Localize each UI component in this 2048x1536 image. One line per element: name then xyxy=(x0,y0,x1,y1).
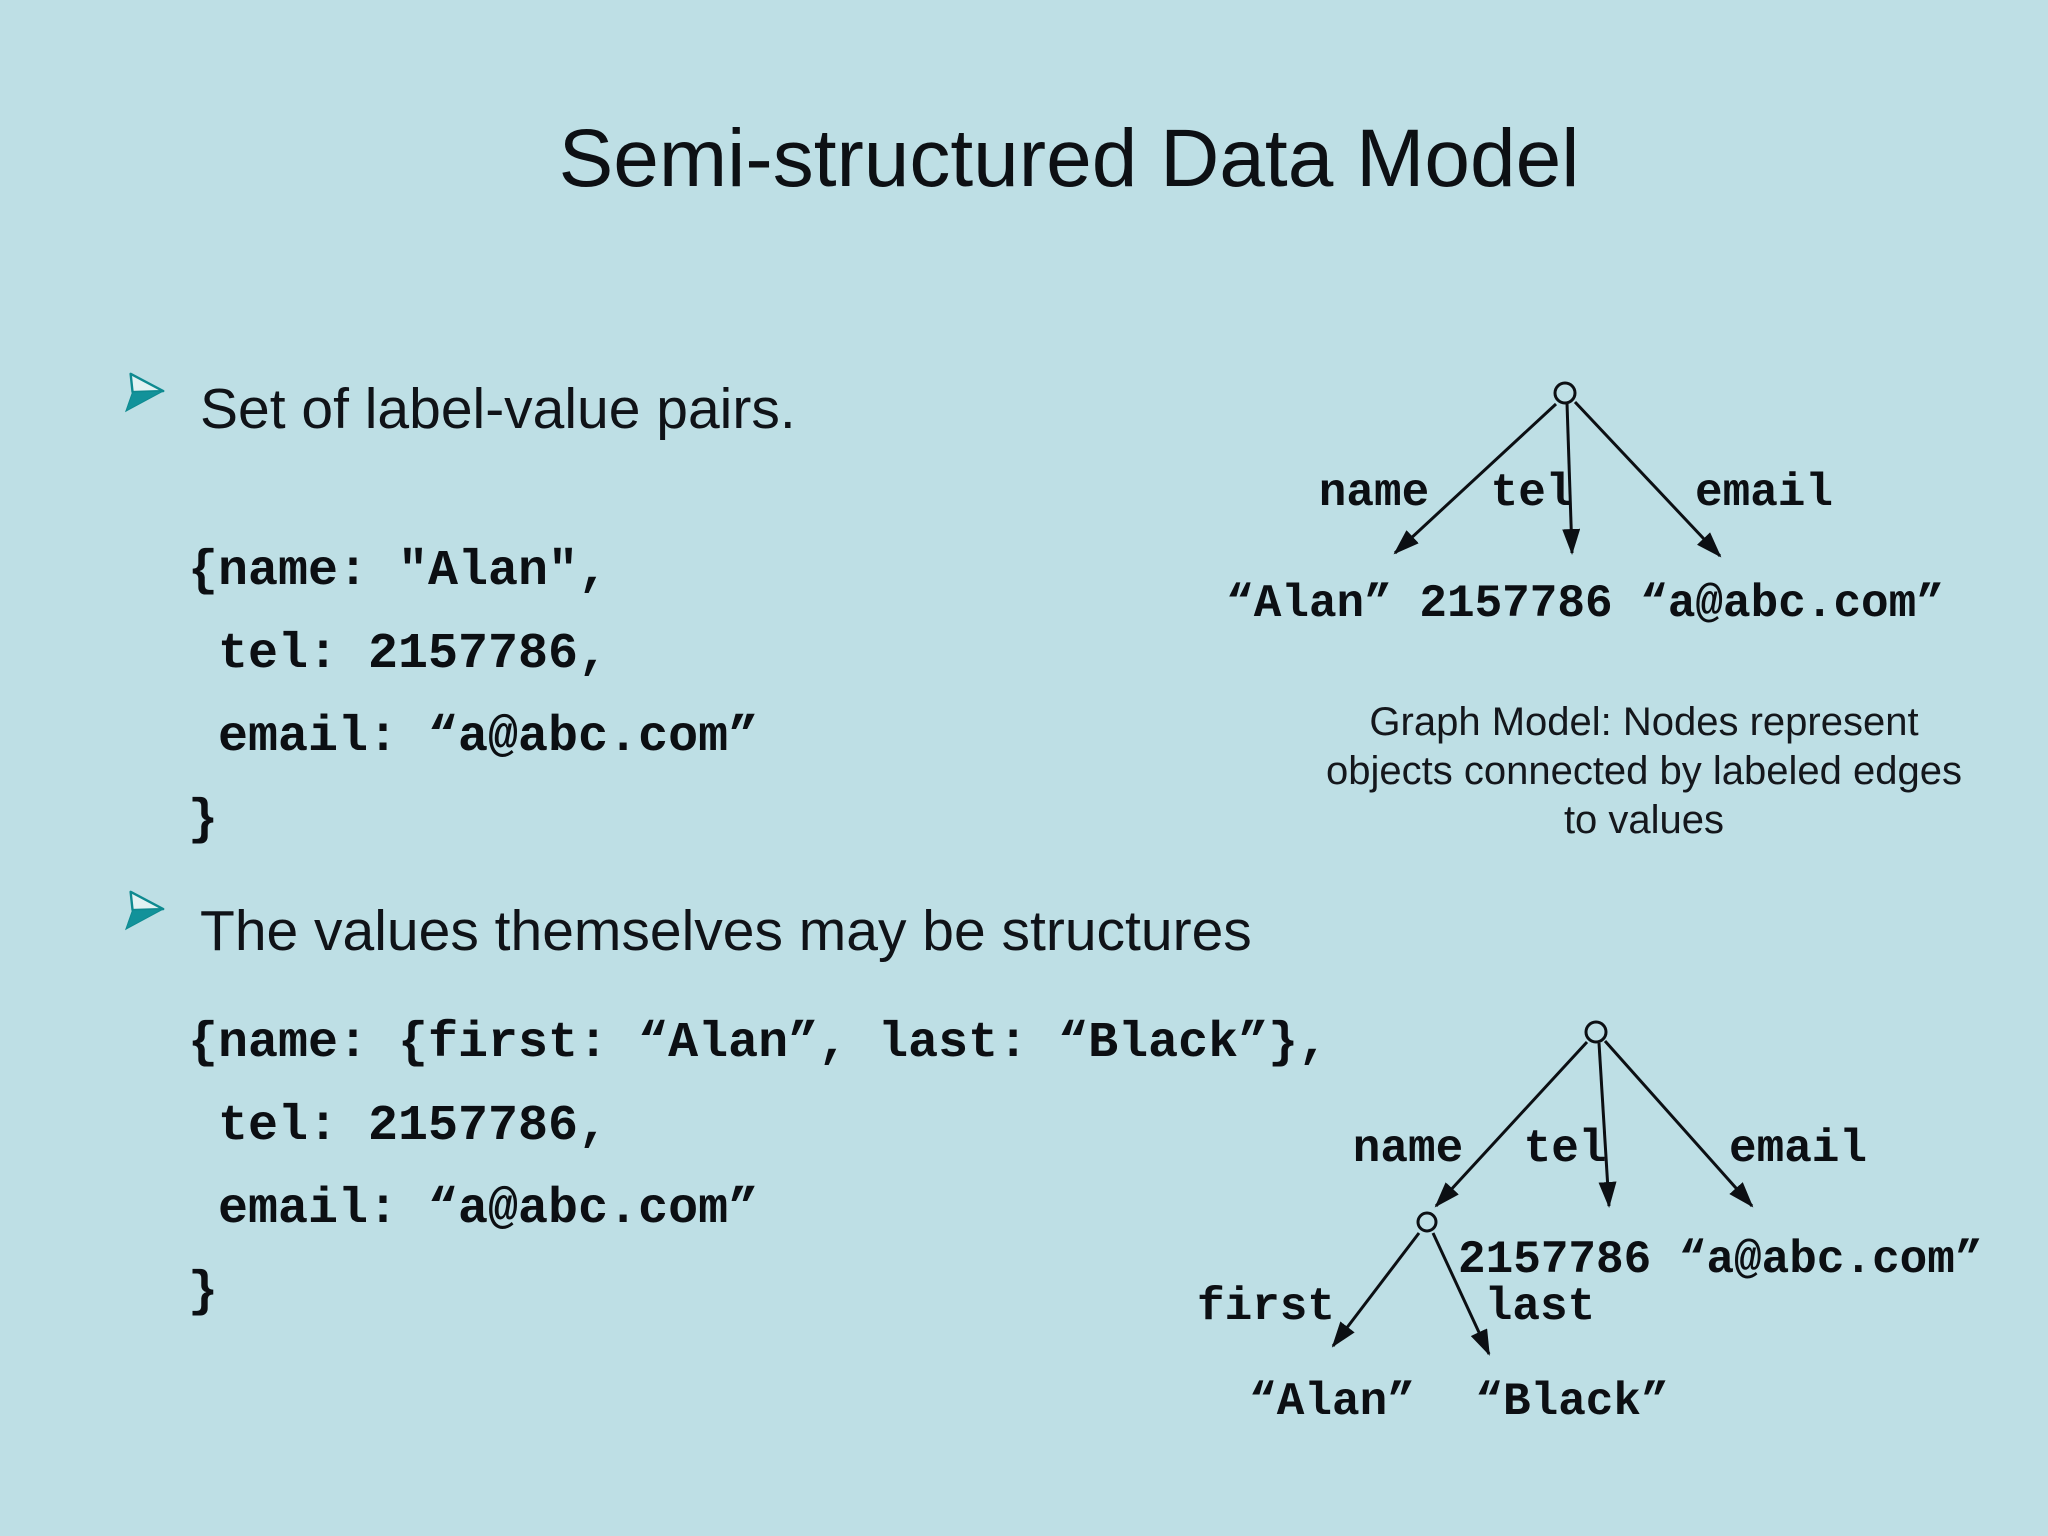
tree2-leaf-value-first: “Alan” xyxy=(1249,1376,1415,1428)
slide-title: Semi-structured Data Model xyxy=(558,113,1580,204)
bullet-arrow-icon xyxy=(124,372,165,413)
tree2-edge-email xyxy=(1603,1040,1754,1208)
code-line: tel: 2157786, xyxy=(188,626,609,683)
code-line: {name: "Alan", xyxy=(188,543,609,600)
caption-line: Graph Model: Nodes represent xyxy=(1369,700,1919,744)
tree1-edge-label-name: name xyxy=(1318,467,1430,519)
tree2-edge-label-email: email xyxy=(1728,1123,1868,1175)
tree1-leaf-values: “Alan” 2157786 “a@abc.com” xyxy=(1226,578,1944,630)
tree1-edge-name xyxy=(1393,402,1558,555)
tree2-edge-first xyxy=(1331,1232,1421,1348)
bullet-arrow-icon xyxy=(124,890,165,931)
tree1-edge-label-email: email xyxy=(1694,467,1834,519)
tree2-edge-label-name: name xyxy=(1352,1123,1464,1175)
tree2-leaf-values-tel-email: 2157786 “a@abc.com” xyxy=(1458,1234,1983,1286)
tree1-edge-email xyxy=(1573,400,1722,558)
code-block-2: {name: {first: “Alan”, last: “Black”}, t… xyxy=(188,1002,1328,1334)
code-line: email: “a@abc.com” xyxy=(188,709,759,766)
tree2-name-object-node xyxy=(1416,1211,1438,1233)
tree1-edge-tel xyxy=(1562,402,1581,555)
bullet-2-text: The values themselves may be structures xyxy=(200,899,1252,963)
code-line: } xyxy=(188,1264,219,1321)
bullet-1-text: Set of label-value pairs. xyxy=(200,377,796,441)
code-line: } xyxy=(188,792,219,849)
tree1-edge-label-tel: tel xyxy=(1490,467,1574,519)
tree2-root-node xyxy=(1584,1020,1608,1044)
tree2-edge-last xyxy=(1431,1232,1491,1356)
graph-model-caption: Graph Model: Nodes represent objects con… xyxy=(1320,698,1968,845)
caption-line: to values xyxy=(1563,798,1725,842)
tree2-edge-tel xyxy=(1597,1042,1617,1208)
code-line: email: “a@abc.com” xyxy=(188,1181,759,1238)
code-block-1: {name: "Alan", tel: 2157786, email: “a@a… xyxy=(188,530,758,862)
tree2-leaf-value-last: “Black” xyxy=(1475,1376,1669,1428)
tree1-root-node xyxy=(1553,381,1577,405)
tree2-edge-label-first: first xyxy=(1196,1281,1336,1333)
code-line: tel: 2157786, xyxy=(188,1098,609,1155)
tree2-edge-label-tel: tel xyxy=(1523,1123,1607,1175)
tree2-edge-name xyxy=(1434,1040,1589,1208)
caption-line: objects connected by labeled edges xyxy=(1325,749,1962,793)
tree2-edge-label-last: last xyxy=(1484,1281,1596,1333)
code-line: {name: {first: “Alan”, last: “Black”}, xyxy=(188,1015,1329,1072)
